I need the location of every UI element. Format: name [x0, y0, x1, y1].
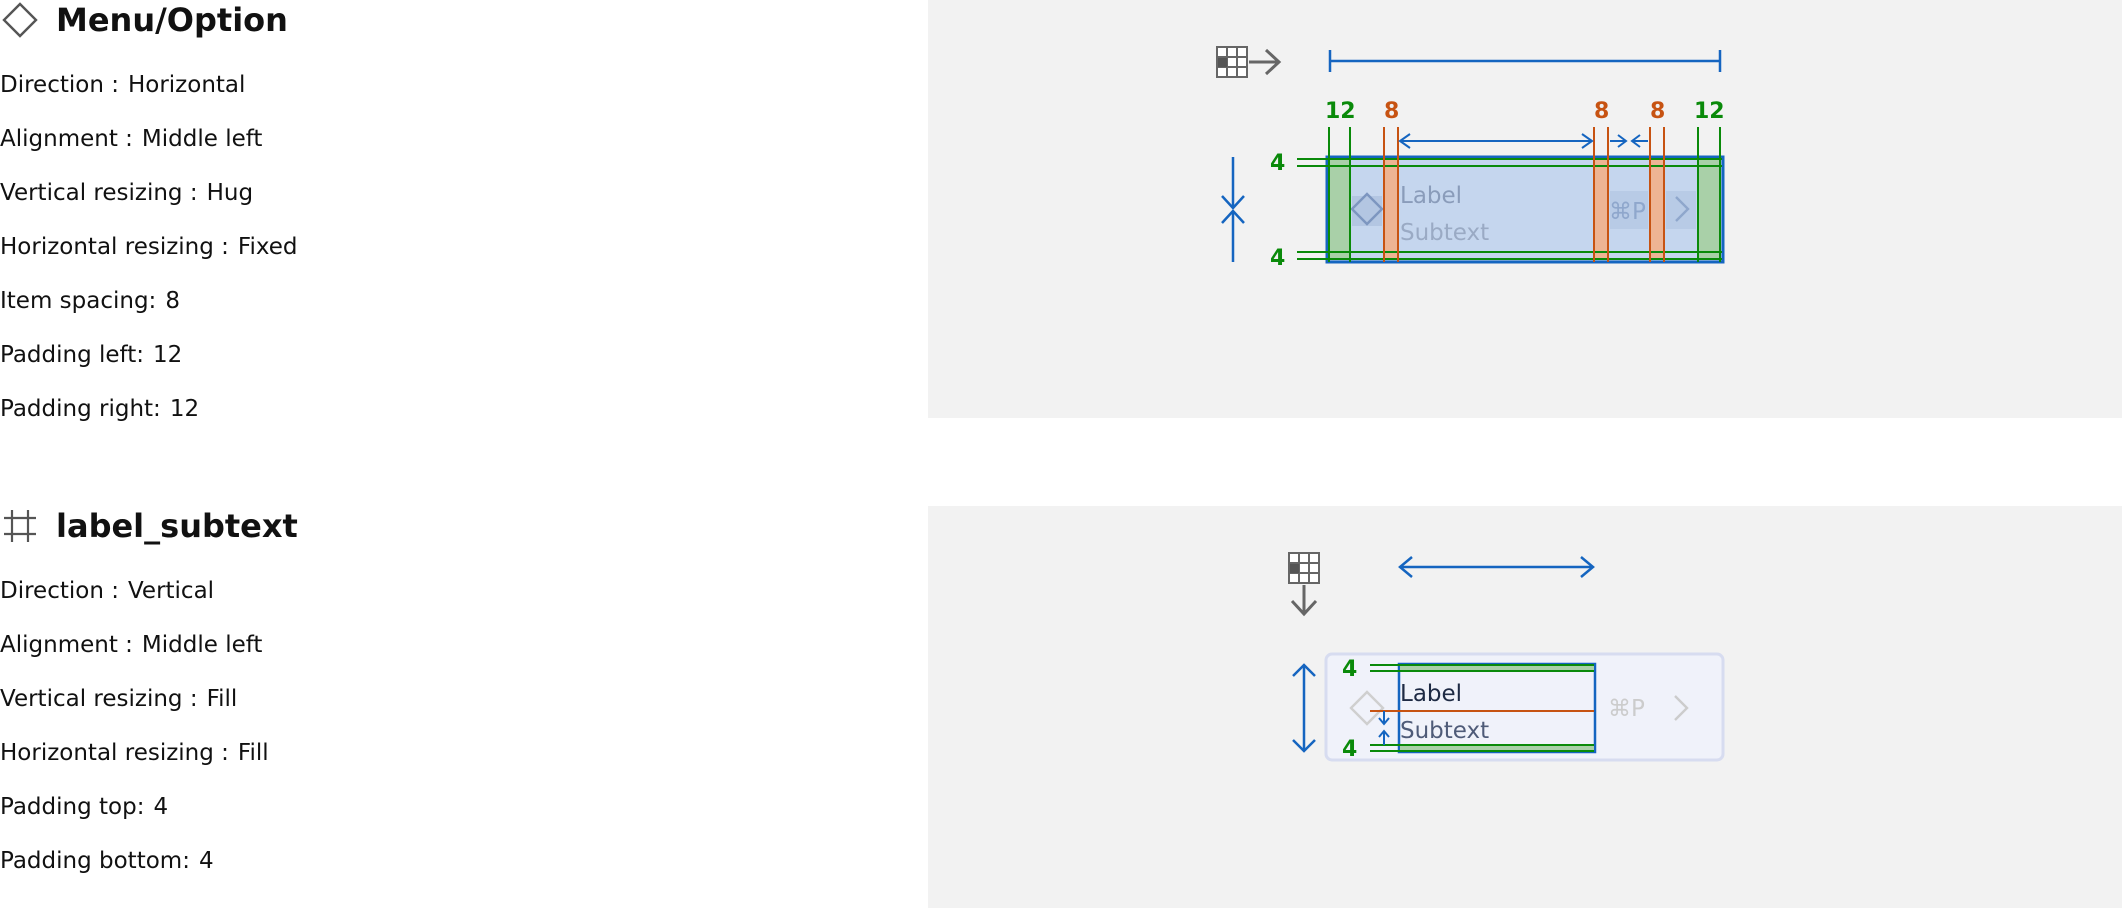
property-direction: Direction : Vertical: [0, 564, 269, 618]
property-value: Middle left: [141, 126, 263, 152]
fixed-width-measure: [1328, 50, 1722, 72]
padding-right-label: 12: [1694, 99, 1725, 124]
section-menu-option: Menu/Option Direction : Horizontal Alignm…: [0, 0, 2122, 422]
fill-width-arrow: [1398, 133, 1648, 149]
property-key: Vertical resizing :: [0, 180, 198, 206]
property-value: Horizontal: [127, 72, 246, 98]
property-value: 4: [153, 794, 169, 820]
auto-layout-diagram: ⌘P Label Subtext 4 4: [1288, 552, 1725, 762]
property-value: Hug: [206, 180, 254, 206]
auto-layout-diagram: ⌘P Label Subtext: [1216, 46, 1725, 271]
property-value: 8: [165, 288, 180, 314]
subtext-text: Subtext: [1400, 220, 1489, 246]
property-alignment: Alignment : Middle left: [0, 112, 298, 166]
property-key: Padding right:: [0, 396, 161, 422]
property-value: 12: [153, 342, 183, 368]
section-title-text: label_subtext: [56, 507, 298, 545]
item-spacing-label: 8: [1650, 99, 1665, 124]
property-vertical-resizing: Vertical resizing : Hug: [0, 166, 298, 220]
label-text: Label: [1400, 183, 1462, 209]
hug-height-arrows: [1221, 157, 1245, 262]
property-list: Direction : Vertical Alignment : Middle le…: [0, 564, 269, 888]
shortcut-text: ⌘P: [1608, 696, 1645, 722]
fill-width-arrow: [1398, 556, 1595, 578]
property-value: 4: [198, 848, 214, 874]
section-title: label_subtext: [0, 506, 298, 546]
property-key: Padding left:: [0, 342, 145, 368]
property-list: Direction : Horizontal Alignment : Middle …: [0, 58, 298, 436]
diamond-icon: [1350, 192, 1384, 226]
property-value: Vertical: [127, 578, 215, 604]
property-horizontal-resizing: Horizontal resizing : Fill: [0, 726, 269, 780]
padding-top-label: 4: [1270, 151, 1285, 176]
diagram-panel: ⌘P Label Subtext 4 4: [928, 506, 2122, 908]
horizontal-direction-icon: [1216, 46, 1282, 78]
padding-top-label: 4: [1342, 657, 1357, 682]
property-key: Alignment :: [0, 126, 133, 152]
parent-frame: [1324, 652, 1725, 762]
spacing-guides: [1328, 127, 1721, 262]
section-title-text: Menu/Option: [56, 1, 288, 39]
diamond-icon: [1349, 690, 1385, 726]
property-value: Middle left: [141, 632, 263, 658]
property-key: Alignment :: [0, 632, 133, 658]
padding-left-label: 12: [1325, 99, 1356, 124]
property-horizontal-resizing: Horizontal resizing : Fixed: [0, 220, 298, 274]
property-direction: Direction : Horizontal: [0, 58, 298, 112]
chevron-right-icon: [1674, 695, 1689, 721]
property-padding-left: Padding left: 12: [0, 328, 298, 382]
property-padding-right: Padding right: 12: [0, 382, 298, 436]
property-value: Fixed: [237, 234, 298, 260]
chevron-right-icon: [1675, 196, 1690, 222]
property-key: Horizontal resizing :: [0, 234, 229, 260]
diagram-panel: ⌘P Label Subtext: [928, 0, 2122, 418]
property-key: Horizontal resizing :: [0, 740, 229, 766]
property-key: Direction :: [0, 72, 119, 98]
property-value: Fill: [237, 740, 269, 766]
property-vertical-resizing: Vertical resizing : Fill: [0, 672, 269, 726]
property-alignment: Alignment : Middle left: [0, 618, 269, 672]
item-spacing-label: 8: [1384, 99, 1399, 124]
property-key: Item spacing:: [0, 288, 157, 314]
property-key: Padding bottom:: [0, 848, 190, 874]
vertical-direction-icon: [1288, 552, 1320, 617]
label-text: Label: [1400, 681, 1462, 707]
property-value: 12: [169, 396, 200, 422]
property-key: Padding top:: [0, 794, 145, 820]
shortcut-text: ⌘P: [1609, 199, 1646, 225]
frame-hash-icon: [4, 510, 36, 542]
section-title: Menu/Option: [0, 0, 288, 40]
property-key: Direction :: [0, 578, 119, 604]
section-label-subtext: label_subtext Direction : Vertical Alignm…: [0, 506, 2122, 908]
property-padding-bottom: Padding bottom: 4: [0, 834, 269, 888]
padding-bottom-label: 4: [1342, 737, 1357, 762]
menu-option-frame: ⌘P Label Subtext: [1297, 155, 1725, 264]
fill-height-arrow: [1292, 663, 1316, 753]
label-subtext-frame: Label Subtext: [1370, 662, 1597, 754]
property-key: Vertical resizing :: [0, 686, 198, 712]
property-item-spacing: Item spacing: 8: [0, 274, 298, 328]
property-padding-top: Padding top: 4: [0, 780, 269, 834]
subtext-text: Subtext: [1400, 718, 1489, 744]
property-value: Fill: [206, 686, 238, 712]
diamond-component-icon: [2, 2, 38, 38]
item-spacing-label: 8: [1594, 99, 1609, 124]
padding-bottom-label: 4: [1270, 246, 1285, 271]
